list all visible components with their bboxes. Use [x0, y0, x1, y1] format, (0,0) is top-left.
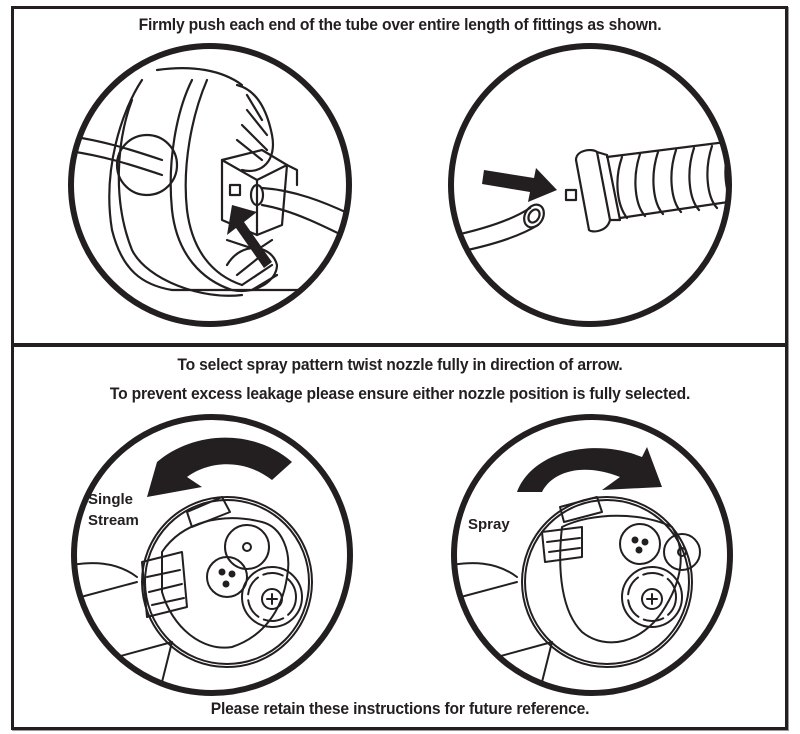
- instruction-sheet-frame: [11, 6, 788, 730]
- section-2-instruction-2: To prevent excess leakage please ensure …: [109, 384, 691, 403]
- figure-tube-on-pump: [62, 40, 358, 330]
- section-2-instruction-1: To select spray pattern twist nozzle ful…: [177, 355, 623, 374]
- figure-spray: [442, 412, 748, 700]
- single-stream-label: Single Stream: [88, 489, 139, 531]
- figure-tube-on-nozzle: [442, 40, 738, 330]
- counter-clockwise-arrow-icon: [147, 437, 292, 497]
- footer-note: Please retain these instructions for fut…: [210, 699, 590, 718]
- push-arrow-icon: [227, 205, 272, 268]
- section-1-instruction: Firmly push each end of the tube over en…: [138, 15, 662, 34]
- section-divider: [11, 343, 788, 347]
- push-arrow-icon: [482, 168, 557, 202]
- figure-single-stream: [62, 412, 368, 700]
- nozzle-illustration: [451, 138, 729, 257]
- single-stream-label-line2: Stream: [88, 512, 139, 529]
- single-stream-label-line1: Single: [88, 491, 134, 508]
- pump-illustration: [71, 67, 349, 297]
- nozzle-head-illustration: [454, 496, 701, 693]
- clockwise-arrow-icon: [517, 447, 662, 492]
- spray-label: Spray: [468, 516, 510, 533]
